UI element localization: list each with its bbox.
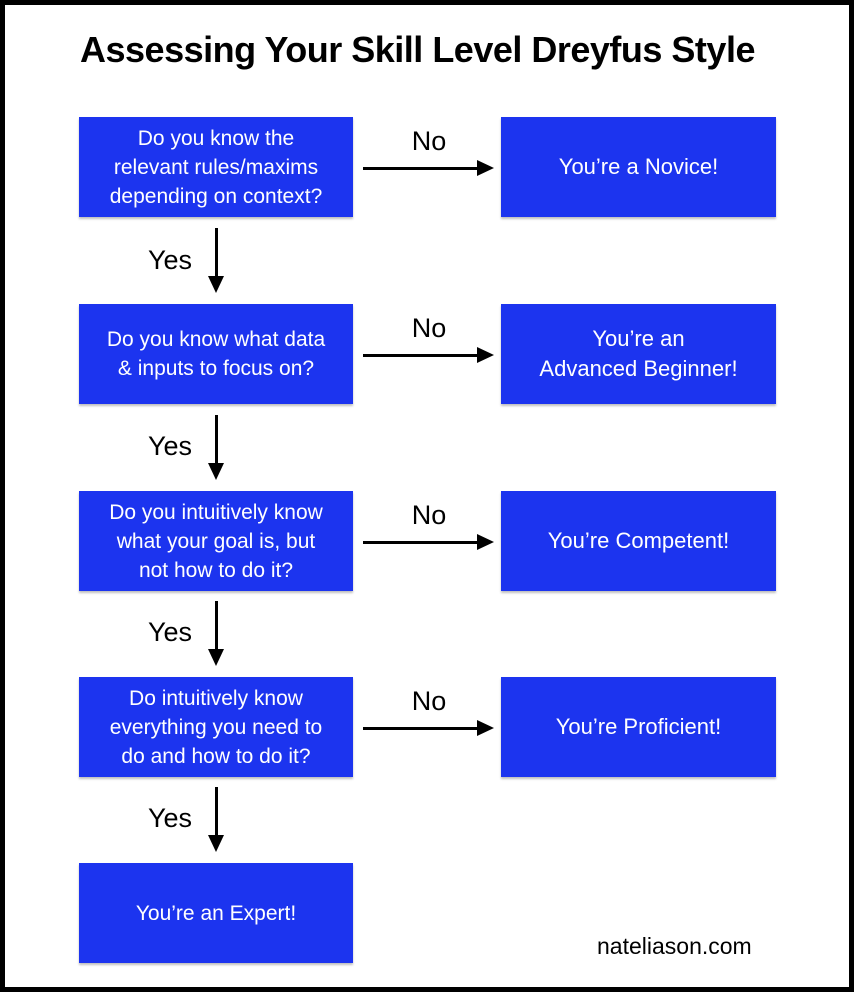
yes-arrow-shaft-2: [215, 415, 218, 463]
yes-label-2: Yes: [147, 431, 192, 461]
no-label-4: No: [411, 686, 447, 716]
website-credit: nateliason.com: [597, 933, 752, 959]
no-arrow-shaft-1: [363, 167, 479, 170]
right-arrowhead-icon: [477, 720, 494, 736]
question-box-3: Do you intuitively know what your goal i…: [79, 491, 353, 591]
question-box-1: Do you know the relevant rules/maxims de…: [79, 117, 353, 217]
right-arrowhead-icon: [477, 534, 494, 550]
yes-label-4: Yes: [147, 803, 192, 833]
yes-label-1: Yes: [147, 245, 192, 275]
right-arrowhead-icon: [477, 347, 494, 363]
down-arrowhead-icon: [208, 276, 224, 293]
question-box-2: Do you know what data & inputs to focus …: [79, 304, 353, 404]
right-arrowhead-icon: [477, 160, 494, 176]
result-box-proficient: You’re Proficient!: [501, 677, 776, 777]
question-box-4: Do intuitively know everything you need …: [79, 677, 353, 777]
result-box-advanced-beginner: You’re an Advanced Beginner!: [501, 304, 776, 404]
no-label-1: No: [411, 126, 447, 156]
page-title: Assessing Your Skill Level Dreyfus Style: [80, 29, 755, 70]
no-arrow-shaft-2: [363, 354, 479, 357]
no-arrow-shaft-3: [363, 541, 479, 544]
down-arrowhead-icon: [208, 649, 224, 666]
no-label-3: No: [411, 500, 447, 530]
result-box-novice: You’re a Novice!: [501, 117, 776, 217]
result-box-expert: You’re an Expert!: [79, 863, 353, 963]
yes-label-3: Yes: [147, 617, 192, 647]
yes-arrow-shaft-3: [215, 601, 218, 649]
down-arrowhead-icon: [208, 463, 224, 480]
no-arrow-shaft-4: [363, 727, 479, 730]
yes-arrow-shaft-1: [215, 228, 218, 276]
result-box-competent: You’re Competent!: [501, 491, 776, 591]
no-label-2: No: [411, 313, 447, 343]
down-arrowhead-icon: [208, 835, 224, 852]
yes-arrow-shaft-4: [215, 787, 218, 835]
